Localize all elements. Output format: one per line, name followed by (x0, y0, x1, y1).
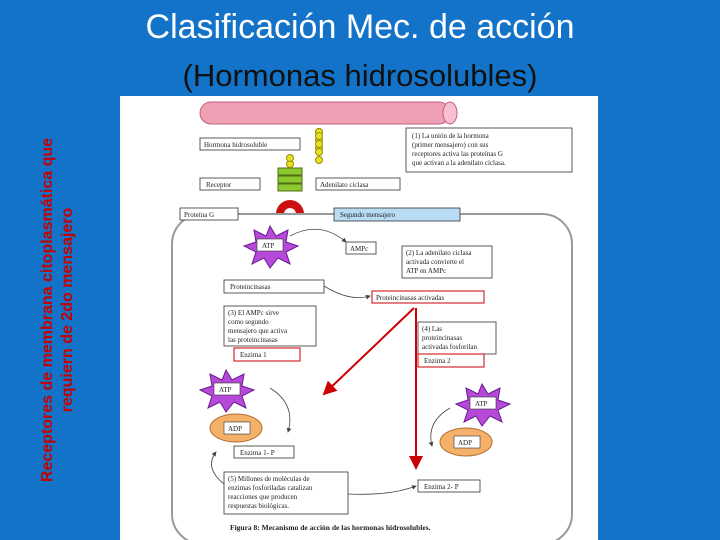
note-2-line: ATP en AMPc (406, 267, 446, 275)
note-5-line: respuestas biológicas. (228, 502, 289, 510)
note-1-line: que activan a la adenilato ciclasa. (412, 159, 506, 167)
label-adp-2: ADP (228, 425, 242, 433)
note-3-line: las proteincinasas (228, 336, 278, 344)
note-4-line: activadas fosforilan (422, 343, 478, 351)
box-atp-1 (256, 238, 284, 252)
mechanism-figure: Hormona hidrosoluble Receptor Adenilato … (120, 96, 598, 540)
note-3-line: mensajero que activa (228, 327, 288, 335)
note-3-line: como segundo (228, 318, 269, 326)
slide-title: Clasificación Mec. de acción (145, 8, 575, 46)
box-hormona (199, 137, 301, 151)
side-label: Receptores de membrana citoplasmática qu… (38, 90, 78, 530)
note-1-box (405, 127, 573, 173)
note-2-box (401, 245, 493, 279)
box-segundo-mensajero (333, 207, 461, 222)
label-enzima-2: Enzima 2 (424, 357, 451, 365)
label-enzima-2p: Enzima 2- P (424, 483, 459, 491)
vessel-end (442, 101, 458, 125)
box-atp-2 (213, 382, 241, 396)
note-3-box (223, 305, 317, 347)
figure-caption: Figura 8: Mecanismo de acción de las hor… (230, 523, 431, 532)
note-4-box (417, 321, 497, 355)
arrow-atp-ampc (289, 228, 347, 243)
note-5: (5) Millones de moléculas de enzimas fos… (228, 475, 314, 510)
blood-vessel (199, 101, 451, 125)
mechanism-diagram: Hormona hidrosoluble Receptor Adenilato … (171, 101, 573, 540)
label-atp-2: ATP (219, 386, 232, 394)
note-5-line: enzimas fosforiladas catalizan (228, 484, 313, 492)
note-2: (2) La adenilato ciclasa activada convie… (406, 249, 473, 275)
box-proteincinasas-activadas (371, 290, 485, 304)
note-4-line: (4) Las (422, 325, 442, 333)
hormone-molecules-2 (315, 132, 323, 164)
receptor-shape (277, 154, 303, 192)
note-2-line: (2) La adenilato ciclasa (406, 249, 472, 257)
note-3-line: (3) El AMPc sirve (228, 309, 279, 317)
label-proteincinasas: Proteincinasas (230, 283, 271, 291)
side-label-line-1: Receptores de membrana citoplasmática qu… (39, 137, 56, 483)
label-atp-3: ATP (475, 400, 488, 408)
label-segundo-mensajero: Segundo mensajero (340, 211, 396, 219)
note-3: (3) El AMPc sirve como segundo mensajero… (228, 309, 289, 344)
note-5-line: reacciones que producen (228, 493, 298, 501)
arrow-to-activadas (323, 285, 371, 300)
box-proteincinasas (223, 279, 325, 294)
label-enzima-1: Enzima 1 (240, 351, 267, 359)
box-enzima-1p (233, 445, 295, 459)
box-enzima-1 (233, 347, 301, 362)
red-arrow-enzima-1 (322, 307, 415, 396)
box-proteina-g (179, 207, 239, 221)
slide-subtitle: (Hormonas hidrosolubles) (182, 58, 538, 93)
box-enzima-2p (417, 479, 481, 493)
label-hormona: Hormona hidrosoluble (204, 141, 267, 149)
box-enzima-2 (417, 353, 485, 368)
label-atp-1: ATP (262, 242, 275, 250)
note-4: (4) Las proteincinasas activadas fosfori… (422, 325, 478, 351)
label-proteina-g: Proteína G (184, 211, 214, 219)
label-receptor: Receptor (206, 181, 232, 189)
label-proteincinasas-activadas: Proteincinasas activadas (376, 294, 445, 302)
label-enzima-1p: Enzima 1- P (240, 449, 275, 457)
label-adp-3: ADP (458, 439, 472, 447)
side-label-line-2: requiern de 2do mensajero (59, 207, 76, 413)
note-1: (1) La unión de la hormona (primer mensa… (412, 132, 506, 167)
box-adp-2 (223, 421, 251, 435)
note-5-line: (5) Millones de moléculas de (228, 475, 310, 483)
arrow-enzima-2 (428, 407, 451, 447)
label-adenilato: Adenilato ciclasa (320, 181, 369, 189)
note-2-line: activada convierte el (406, 258, 464, 266)
label-ampc: AMPc (350, 245, 368, 253)
g-protein-shape (276, 200, 304, 214)
box-atp-3 (469, 396, 497, 410)
arrow-enzima-1 (269, 387, 292, 433)
box-receptor (199, 177, 261, 191)
note-1-line: (primer mensajero) con sus (412, 141, 489, 149)
note-4-line: proteincinasas (422, 334, 462, 342)
note-1-line: (1) La unión de la hormona (412, 132, 490, 140)
box-adenilato (315, 177, 401, 191)
arrow-note-5 (211, 451, 225, 485)
box-adp-3 (453, 435, 481, 449)
note-1-line: receptores activa las proteínas G (412, 150, 503, 158)
note-5-box (223, 471, 349, 515)
arrow-enzima-2p (347, 485, 417, 495)
box-ampc (345, 241, 377, 255)
